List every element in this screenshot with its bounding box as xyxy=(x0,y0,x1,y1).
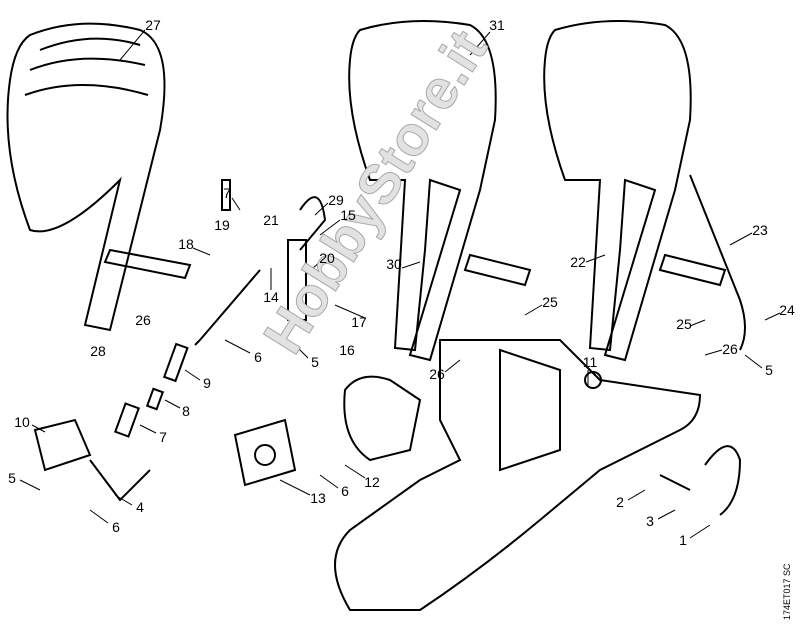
callout-label: 1 xyxy=(679,532,687,548)
callout-label: 25 xyxy=(676,316,692,332)
callout-label: 7 xyxy=(223,185,231,201)
callout-label: 4 xyxy=(136,499,144,515)
callout-label: 7 xyxy=(159,429,167,445)
callout-label: 5 xyxy=(765,362,773,378)
callout-label: 22 xyxy=(570,254,586,270)
callout-label: 26 xyxy=(429,366,445,382)
callout-label: 21 xyxy=(263,212,279,228)
callout-label: 9 xyxy=(203,375,211,391)
handlebar-31 xyxy=(348,20,532,362)
callout-label: 30 xyxy=(386,256,402,272)
callout-label: 26 xyxy=(135,312,151,328)
callout-label: 12 xyxy=(364,474,380,490)
callout-label: 23 xyxy=(752,222,768,238)
callout-label: 31 xyxy=(489,17,505,33)
callout-label: 24 xyxy=(779,302,795,318)
housing xyxy=(334,339,702,611)
callout-label: 17 xyxy=(351,314,367,330)
callout-label: 11 xyxy=(582,354,598,370)
callout-label: 6 xyxy=(254,349,262,365)
callout-label: 5 xyxy=(8,470,16,486)
callout-label: 16 xyxy=(339,342,355,358)
callout-label: 26 xyxy=(722,341,738,357)
callout-label: 6 xyxy=(112,519,120,535)
callout-label: 18 xyxy=(178,236,194,252)
callout-label: 5 xyxy=(311,354,319,370)
callout-label: 15 xyxy=(340,207,356,223)
handlebar-22-23 xyxy=(543,20,746,362)
callout-label: 19 xyxy=(214,217,230,233)
callout-label: 14 xyxy=(263,289,279,305)
callout-label: 8 xyxy=(182,403,190,419)
callout-label: 28 xyxy=(90,343,106,359)
drawing-code: 174ET017 SC xyxy=(782,563,792,620)
gasket-13 xyxy=(233,418,297,487)
callout-label: 13 xyxy=(310,490,326,506)
callout-label: 2 xyxy=(616,494,624,510)
callout-label: 6 xyxy=(341,483,349,499)
leader-lines xyxy=(19,29,781,539)
callout-label: 20 xyxy=(319,250,335,266)
callout-label: 29 xyxy=(328,192,344,208)
ignition-module-12 xyxy=(343,375,422,462)
callout-label: 27 xyxy=(145,17,161,33)
callout-label: 3 xyxy=(646,513,654,529)
callout-label: 10 xyxy=(14,414,30,430)
handlebar-27 xyxy=(6,22,192,332)
callout-label: 25 xyxy=(542,294,558,310)
